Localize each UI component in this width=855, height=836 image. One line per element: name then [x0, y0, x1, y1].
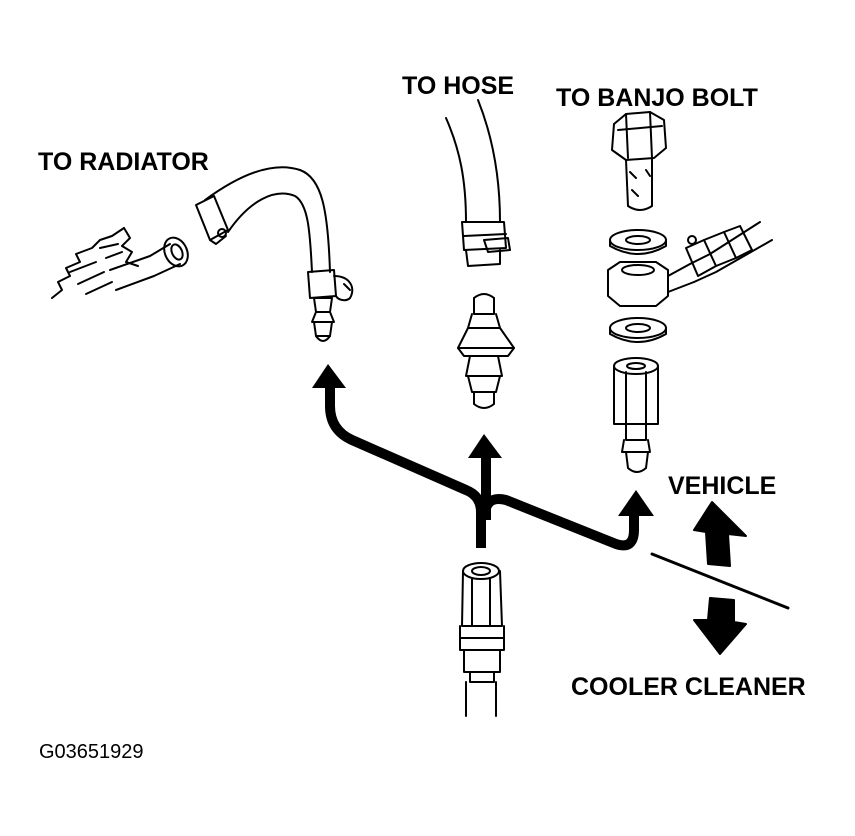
- hose-connector-fitting: [457, 293, 515, 409]
- label-vehicle: VEHICLE: [668, 472, 777, 500]
- label-cooler-cleaner: COOLER CLEANER: [571, 673, 806, 701]
- upper-sealing-washer: [609, 229, 667, 255]
- figure-code: G03651929: [39, 741, 144, 763]
- hex-adapter: [613, 357, 659, 473]
- flow-path-to-radiator: [325, 386, 486, 548]
- arrow-head-banjo: [618, 490, 654, 516]
- label-to-hose: TO HOSE: [402, 72, 515, 100]
- lower-sealing-washer: [609, 317, 667, 343]
- cooler-cleaner-fitting: [459, 562, 505, 717]
- radiator-outlet-pipe: [51, 227, 189, 299]
- radiator-hose: [195, 166, 354, 342]
- arrow-head-radiator: [312, 364, 346, 388]
- upper-hose: [445, 99, 511, 267]
- label-to-radiator: TO RADIATOR: [38, 148, 209, 176]
- flow-path-to-banjo: [481, 494, 639, 551]
- vehicle-cleaner-divider: [650, 552, 790, 610]
- banjo-fitting: [607, 221, 773, 307]
- banjo-bolt: [611, 111, 667, 211]
- cooler-cleaner-direction-arrow: [693, 597, 747, 655]
- vehicle-direction-arrow: [693, 501, 747, 567]
- arrow-head-hose: [468, 434, 502, 458]
- label-to-banjo-bolt: TO BANJO BOLT: [556, 84, 758, 112]
